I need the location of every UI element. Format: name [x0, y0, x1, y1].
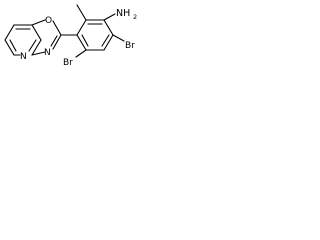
pyridine-ring: [4, 24, 42, 56]
bond: [50, 35, 58, 47]
pyridine-n-label: N: [20, 52, 27, 62]
amine-label: NH: [116, 8, 130, 19]
bond: [103, 34, 114, 51]
bond: [81, 34, 89, 47]
bond: [4, 24, 15, 41]
molecule-canvas: N O N NH 2 Br Br: [0, 0, 155, 83]
bond: [76, 19, 87, 36]
bond: [103, 19, 114, 36]
bond: [52, 20, 62, 36]
bond: [31, 24, 42, 41]
bond: [4, 39, 15, 56]
bond: [31, 19, 46, 26]
amine-bond: [103, 13, 116, 21]
amine-subscript: 2: [133, 13, 137, 21]
benzene-ring: [76, 19, 114, 51]
br-top-bond: [112, 34, 125, 42]
methyl-bond: [76, 4, 87, 21]
bond: [28, 39, 37, 52]
bond: [52, 34, 62, 50]
bond: [9, 39, 17, 52]
structure-svg: N O N NH 2 Br Br: [4, 4, 137, 68]
oxazole-n-label: N: [44, 48, 51, 58]
bond: [101, 34, 110, 47]
br-bottom-label: Br: [63, 58, 73, 68]
bond: [76, 34, 87, 51]
oxazole-o-label: O: [45, 16, 52, 26]
bond: [31, 51, 46, 56]
oxazole-ring: [31, 19, 62, 56]
br-top-label: Br: [125, 41, 135, 51]
bond: [31, 39, 42, 56]
br-bottom-bond: [75, 49, 87, 58]
